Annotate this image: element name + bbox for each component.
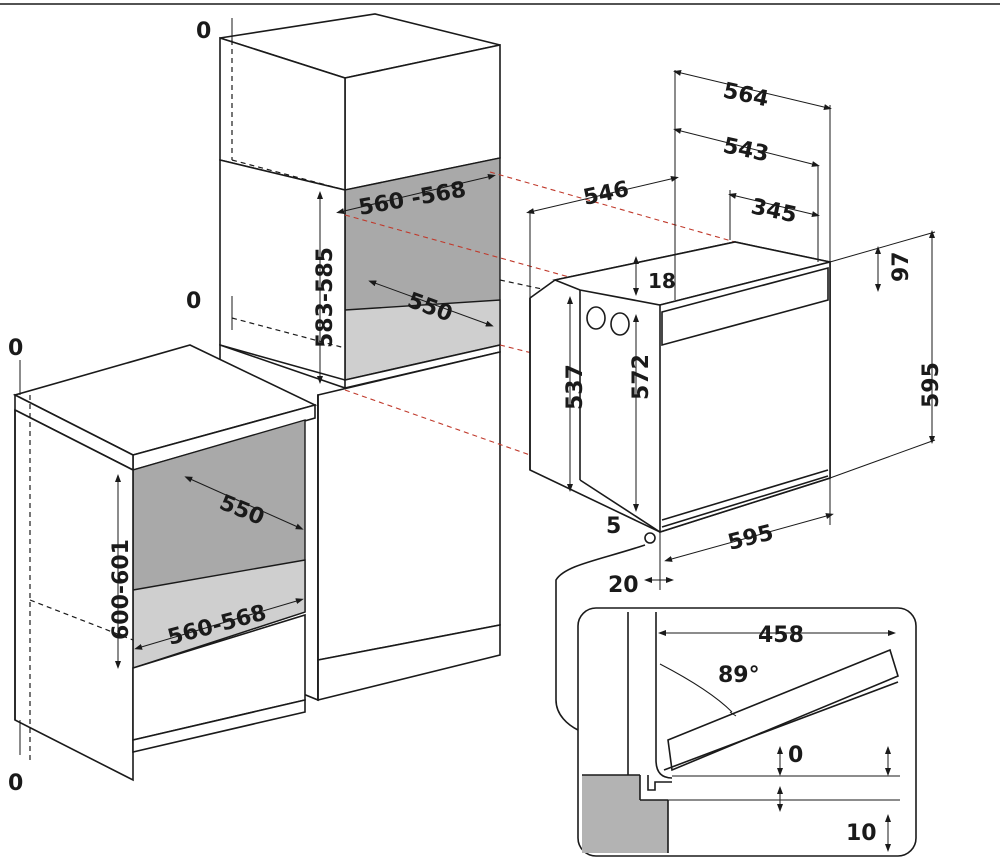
tall-height-label: 583-585 (313, 247, 338, 348)
door-ten: 10 (846, 821, 877, 846)
base-cabinet (12, 344, 318, 782)
dim-543: 543 (721, 133, 771, 167)
tall-top-zero: 0 (196, 19, 211, 44)
dim-18: 18 (648, 269, 676, 293)
base-height-label: 600-601 (109, 539, 134, 640)
dim-546: 546 (581, 177, 631, 211)
base-bottom-zero: 0 (8, 771, 23, 796)
door-detail (555, 544, 917, 857)
dim-345: 345 (749, 194, 799, 228)
door-angle: 89° (718, 663, 760, 688)
dim-595-vertical: 595 (919, 362, 944, 408)
door-zero: 0 (788, 743, 803, 768)
dim-5: 5 (606, 514, 621, 539)
dim-97: 97 (889, 251, 914, 282)
oven-unit (529, 241, 831, 534)
dim-537: 537 (563, 364, 588, 410)
connector-circle (610, 312, 630, 336)
door-458: 458 (758, 623, 804, 648)
dim-20: 20 (608, 573, 639, 598)
dim-564: 564 (721, 78, 771, 112)
open-door (667, 648, 899, 772)
dim-595-horizontal: 595 (725, 520, 776, 555)
connector-circle (586, 306, 606, 330)
dim-572: 572 (629, 354, 654, 400)
base-top-zero: 0 (8, 336, 23, 361)
tall-mid-zero: 0 (186, 289, 201, 314)
detail-marker (644, 532, 656, 544)
